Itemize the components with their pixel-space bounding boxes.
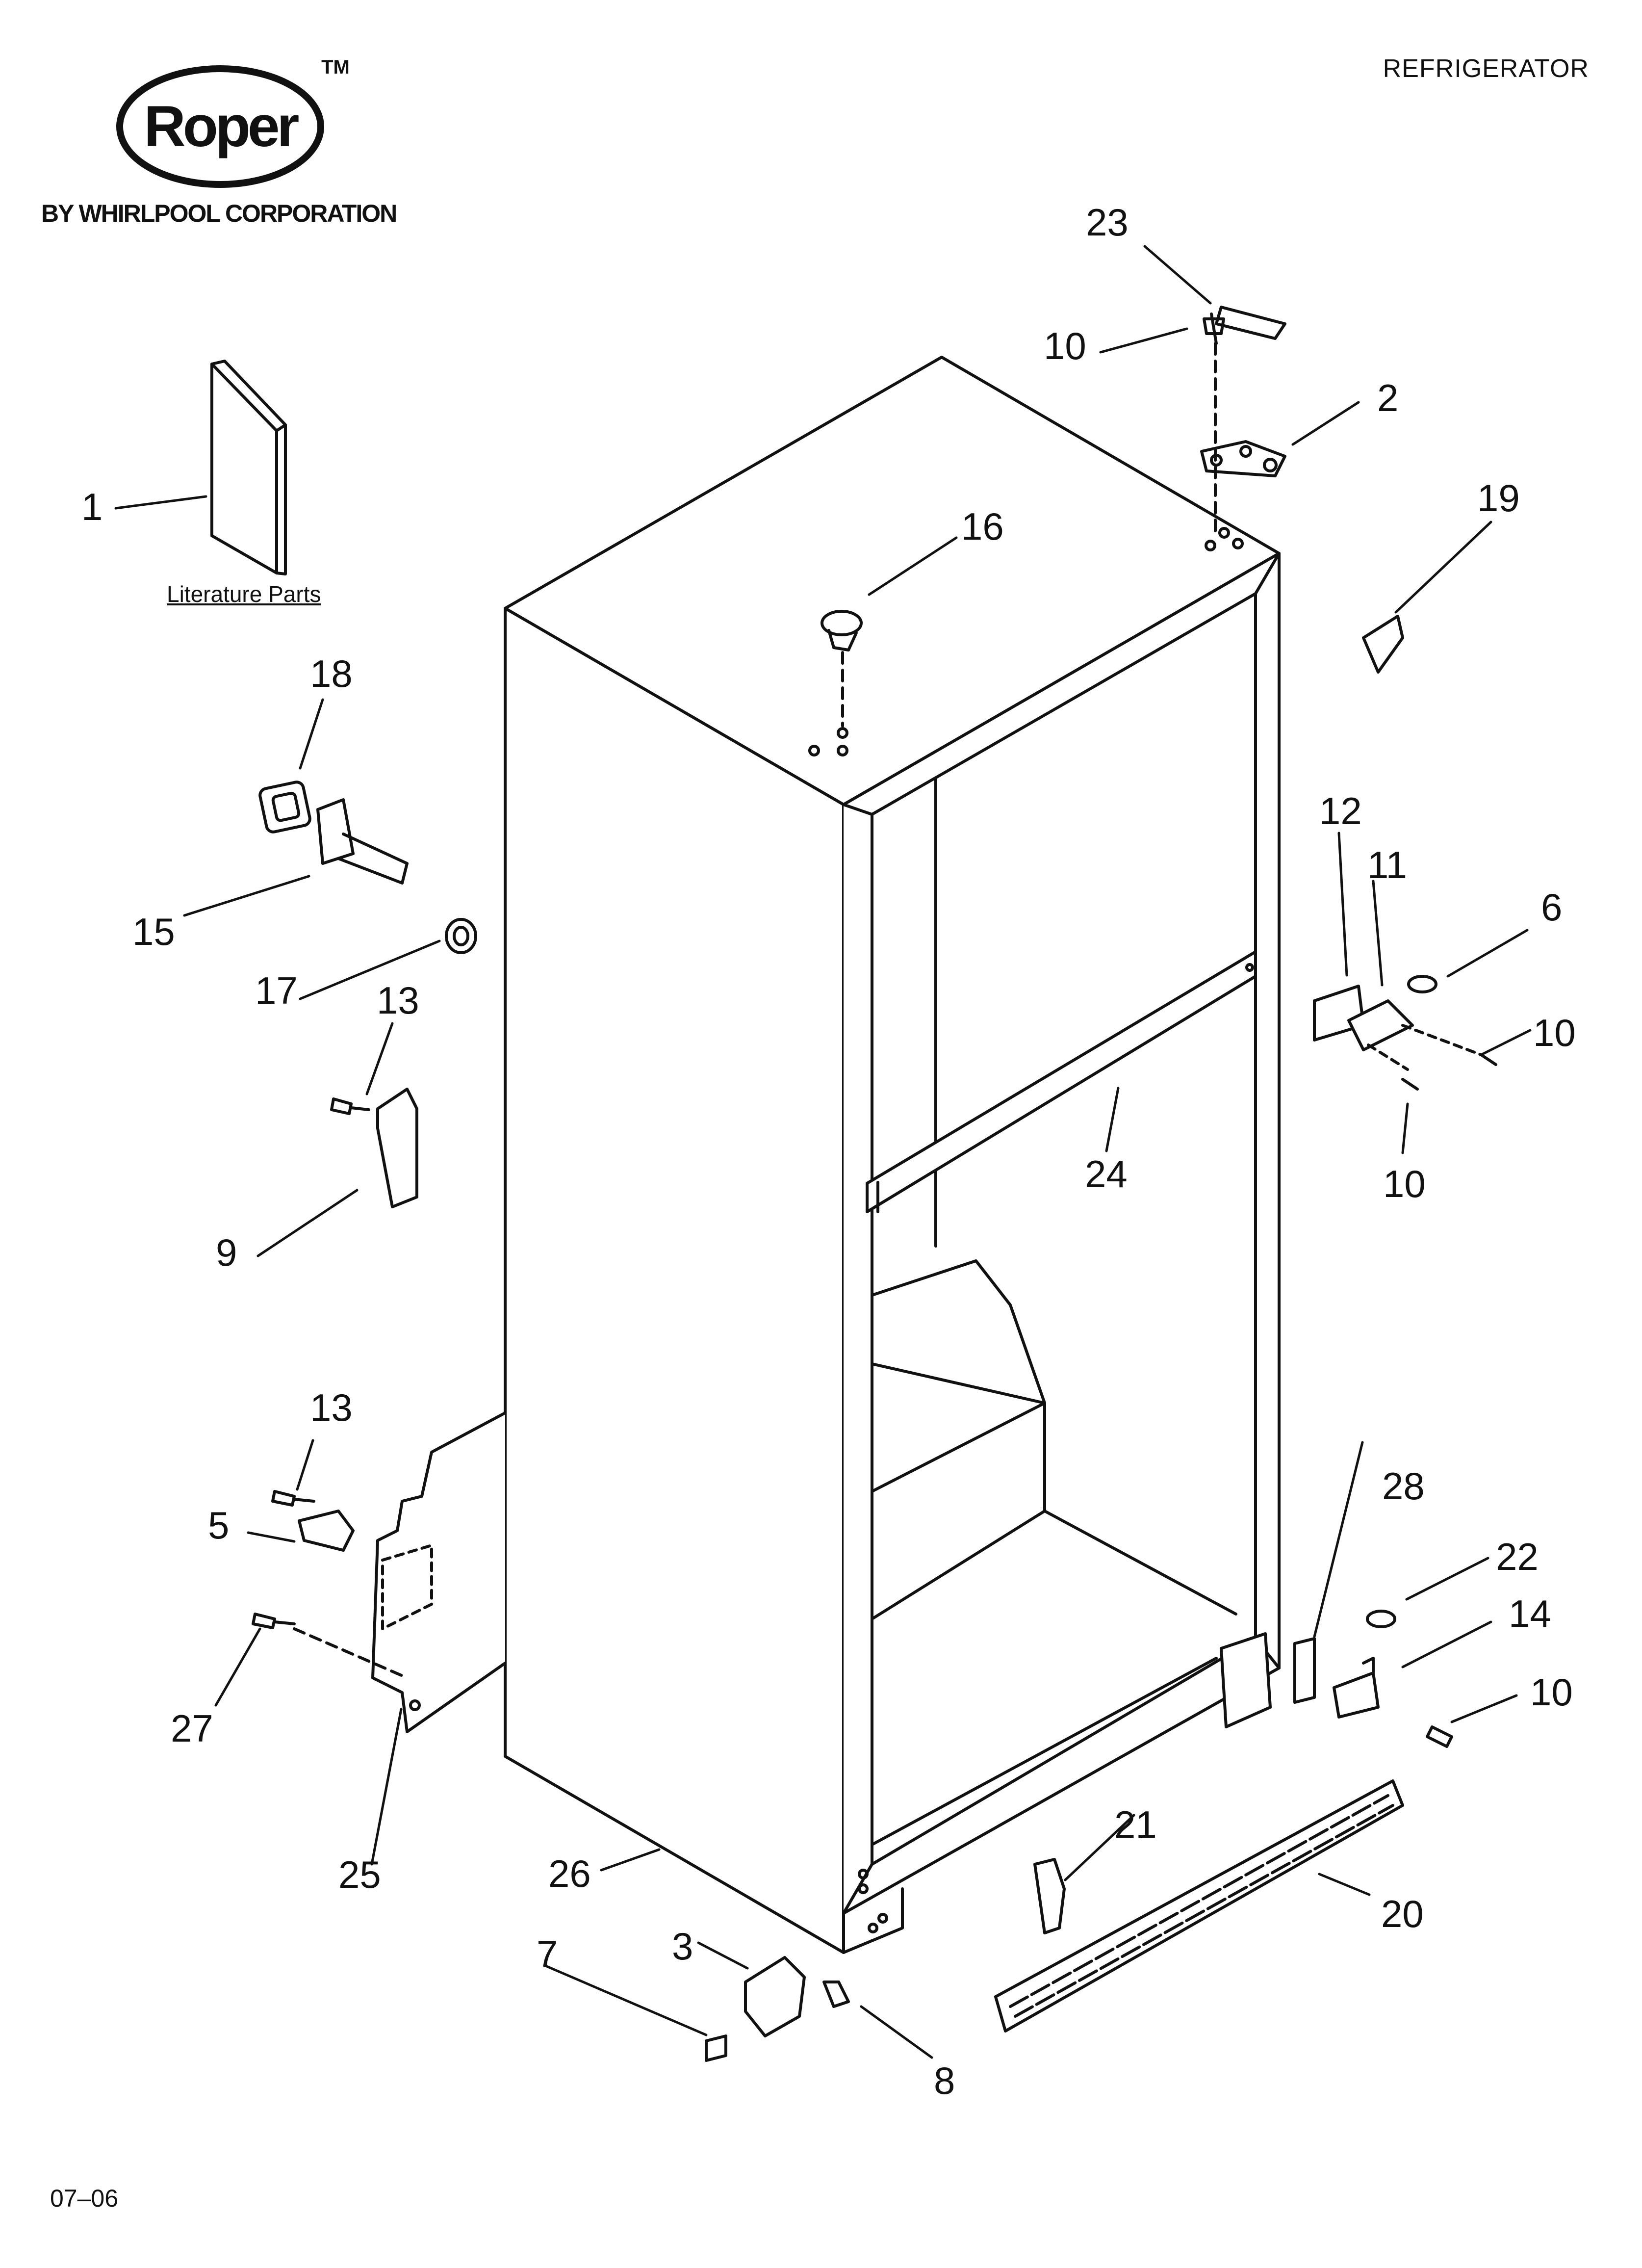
callout-11: 11	[1367, 843, 1407, 886]
callout-10-right: 10	[1533, 1011, 1576, 1054]
document-title: REFRIGERATOR	[1383, 54, 1589, 83]
callout-13-upper: 13	[377, 979, 419, 1022]
refrigerator-cabinet	[504, 356, 1281, 1954]
callout-16: 16	[961, 505, 1004, 548]
brand-name: Roper	[144, 94, 299, 159]
callout-7: 7	[537, 1932, 558, 1976]
trademark-mark: TM	[321, 56, 350, 78]
callout-8: 8	[934, 2059, 955, 2102]
callout-23: 23	[1086, 201, 1129, 244]
callout-24: 24	[1085, 1152, 1128, 1196]
callout-21: 21	[1114, 1803, 1157, 1846]
leader-lines	[114, 245, 1532, 2059]
callout-13-lower: 13	[310, 1386, 353, 1429]
callout-20: 20	[1381, 1892, 1424, 1935]
callout-10-mid: 10	[1383, 1162, 1426, 1205]
callout-1: 1	[81, 485, 103, 528]
callout-12: 12	[1319, 789, 1362, 833]
callout-6: 6	[1541, 886, 1562, 929]
center-mullion-bar	[866, 950, 1257, 1213]
callout-9: 9	[216, 1231, 237, 1274]
callout-15: 15	[132, 910, 175, 953]
callout-labels: 1 2 3 5 6 7 8 9 10 10 10 10 10 11 12 13 …	[81, 201, 1576, 2102]
callout-2: 2	[1377, 376, 1398, 419]
callout-26: 26	[548, 1852, 591, 1895]
rear-panel-bracket	[371, 1411, 507, 1733]
roper-logo: Roper TM	[116, 56, 350, 188]
callout-18: 18	[310, 652, 353, 695]
callout-3: 3	[672, 1925, 693, 1968]
small-parts	[252, 306, 1497, 2062]
callout-22: 22	[1496, 1535, 1539, 1578]
callout-28: 28	[1382, 1464, 1425, 1508]
literature-booklet	[210, 360, 287, 575]
document-code: 07–06	[50, 2185, 119, 2212]
callout-5: 5	[208, 1504, 229, 1547]
callout-10-bottom: 10	[1530, 1670, 1573, 1714]
callout-27: 27	[171, 1707, 213, 1750]
callout-14: 14	[1509, 1592, 1551, 1635]
brand-subtitle: BY WHIRLPOOL CORPORATION	[41, 200, 397, 227]
literature-caption: Literature Parts	[167, 581, 321, 607]
callout-10-top: 10	[1044, 324, 1086, 367]
callout-25: 25	[338, 1853, 381, 1896]
callout-19: 19	[1477, 476, 1520, 520]
callout-17: 17	[255, 969, 298, 1012]
